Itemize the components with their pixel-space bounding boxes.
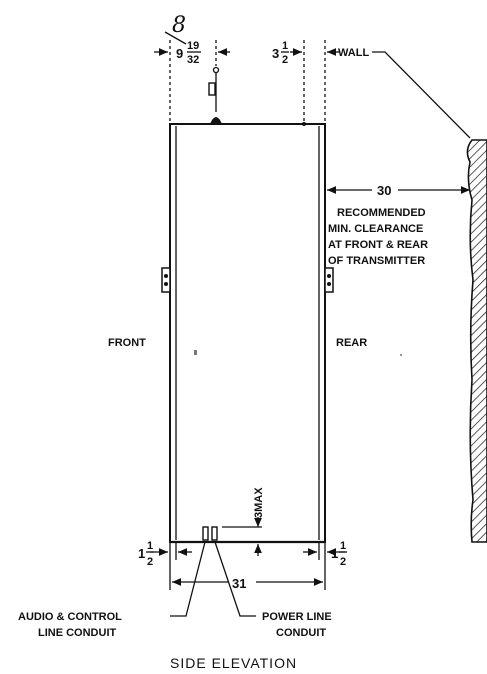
dim-top-front: 9 19 32 bbox=[176, 40, 201, 66]
power-conduit-label: POWER LINE CONDUIT bbox=[262, 611, 332, 639]
audio-conduit-leader bbox=[170, 541, 206, 617]
dim-clearance: 30 bbox=[327, 183, 470, 198]
svg-text:AUDIO & CONTROL: AUDIO & CONTROL bbox=[18, 611, 122, 623]
handwritten-mark: 8 bbox=[172, 13, 186, 38]
svg-text:OF TRANSMITTER: OF TRANSMITTER bbox=[328, 255, 425, 267]
svg-text:AT FRONT & REAR: AT FRONT & REAR bbox=[328, 239, 428, 251]
svg-text:CONDUIT: CONDUIT bbox=[276, 627, 326, 639]
conduit-height-dim: 3MAX bbox=[253, 487, 265, 518]
svg-text:30: 30 bbox=[377, 183, 391, 198]
svg-text:MIN. CLEARANCE: MIN. CLEARANCE bbox=[328, 223, 423, 235]
rear-label: REAR bbox=[336, 337, 367, 349]
svg-text:2: 2 bbox=[282, 54, 288, 66]
audio-conduit-label: AUDIO & CONTROL LINE CONDUIT bbox=[18, 611, 122, 639]
svg-text:1: 1 bbox=[282, 40, 288, 52]
svg-text:2: 2 bbox=[340, 556, 346, 568]
svg-text:3: 3 bbox=[272, 46, 279, 61]
svg-text:1: 1 bbox=[331, 546, 338, 561]
wall bbox=[466, 139, 487, 543]
base-dimension-lines bbox=[150, 542, 345, 590]
power-conduit-leader bbox=[214, 541, 256, 617]
dim-top-rear: 3 1 2 bbox=[272, 40, 289, 66]
top-dimension-lines bbox=[154, 40, 339, 124]
wall-leader bbox=[372, 51, 471, 139]
svg-text:31: 31 bbox=[232, 576, 246, 591]
handwritten-stroke bbox=[164, 31, 187, 45]
svg-text:1: 1 bbox=[340, 540, 346, 552]
dim-base-right: 1 1 2 bbox=[331, 540, 347, 568]
svg-text:1: 1 bbox=[147, 540, 153, 552]
front-hinge bbox=[161, 267, 171, 293]
svg-text:POWER LINE: POWER LINE bbox=[262, 611, 332, 623]
wall-label: WALL bbox=[338, 47, 369, 59]
drawing-title: SIDE ELEVATION bbox=[170, 655, 297, 671]
clearance-note: RECOMMENDED MIN. CLEARANCE AT FRONT & RE… bbox=[328, 207, 428, 267]
dim-base-width: 31 bbox=[172, 576, 323, 591]
front-label: FRONT bbox=[108, 337, 146, 349]
svg-text:32: 32 bbox=[187, 54, 199, 66]
top-insulator bbox=[208, 66, 306, 126]
svg-text:1: 1 bbox=[138, 546, 145, 561]
dim-base-left: 1 1 2 bbox=[138, 540, 154, 568]
svg-text:19: 19 bbox=[187, 40, 199, 52]
svg-text:LINE CONDUIT: LINE CONDUIT bbox=[38, 627, 117, 639]
rear-hinge bbox=[324, 267, 334, 293]
svg-text:RECOMMENDED: RECOMMENDED bbox=[337, 207, 426, 219]
conduits bbox=[202, 517, 262, 556]
svg-text:9: 9 bbox=[176, 46, 183, 61]
svg-text:2: 2 bbox=[147, 556, 153, 568]
transmitter-cabinet bbox=[169, 123, 402, 544]
